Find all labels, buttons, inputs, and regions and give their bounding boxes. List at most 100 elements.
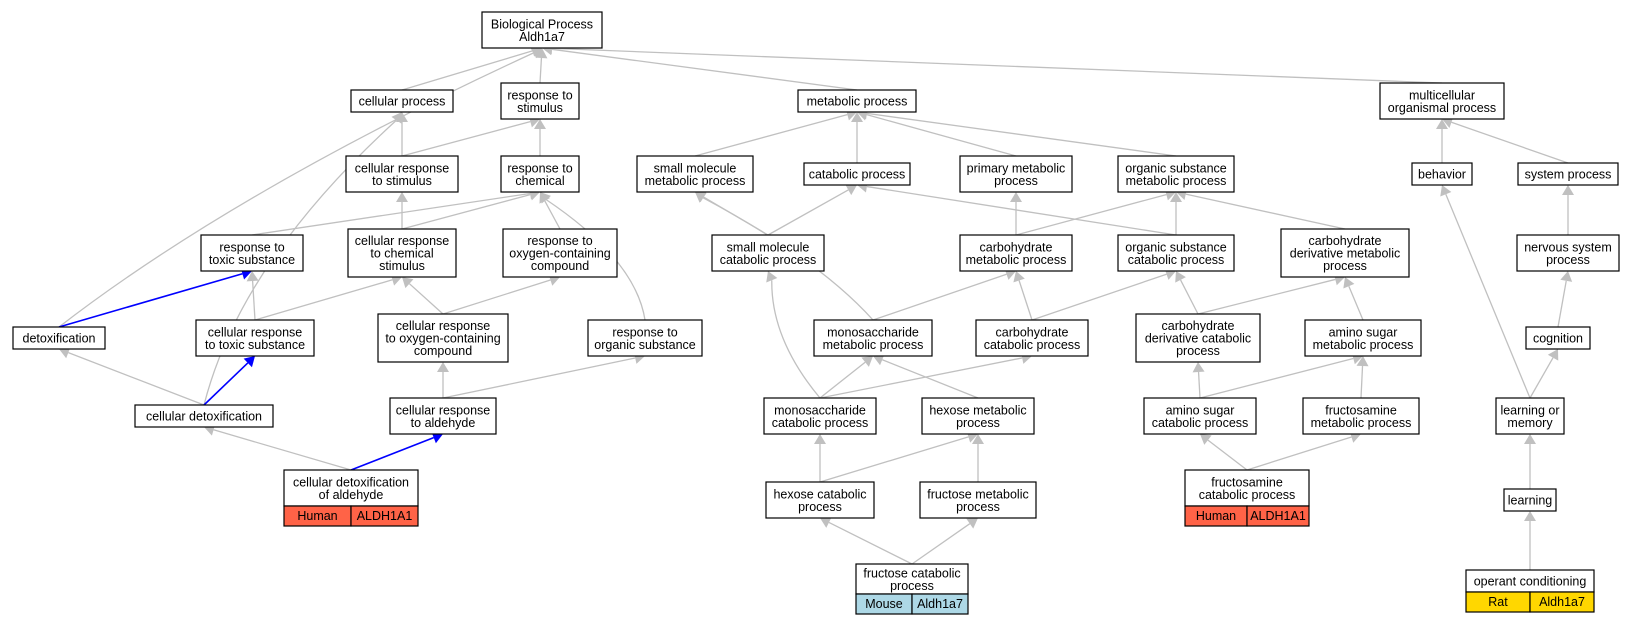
arrow-head: [966, 518, 978, 529]
edge-fructose_catab-to-hexose_catab: [820, 517, 913, 565]
node-box: [1503, 488, 1557, 512]
node-label: hexose metabolic: [929, 403, 1026, 417]
node-box: [1304, 319, 1422, 357]
node-label: oxygen-containing: [509, 247, 611, 261]
node-box: [1280, 228, 1410, 278]
edge-carb_deriv_catab-to-carb_deriv_metab: [1197, 273, 1345, 315]
node-label: stimulus: [517, 101, 563, 115]
node-cellular-process[interactable]: cellular process: [350, 89, 454, 113]
edge-cell_resp_chem-to-cell_resp_stimulus: [396, 192, 408, 229]
node-label: system process: [1525, 168, 1612, 182]
node-metabolic-process[interactable]: metabolic process: [797, 89, 917, 113]
node-box: [481, 11, 603, 49]
node-label: response to: [507, 88, 572, 102]
node-box: [134, 404, 274, 428]
edge-line: [1246, 436, 1352, 471]
arrow-head: [391, 112, 402, 124]
edge-line: [401, 193, 531, 230]
node-label: organic substance: [594, 338, 696, 352]
node-cognition[interactable]: cognition: [1525, 326, 1591, 350]
node-cell-detox[interactable]: cellular detoxification: [134, 404, 274, 428]
node-label: process: [1176, 344, 1220, 358]
node-box: [1495, 397, 1565, 435]
node-system-process[interactable]: system process: [1517, 162, 1619, 186]
node-box: [975, 319, 1089, 357]
node-label: process: [1546, 253, 1590, 267]
node-box: [1516, 234, 1620, 272]
node-label: small molecule: [727, 240, 810, 254]
arrow-head: [534, 119, 546, 129]
node-label: carbohydrate: [1162, 319, 1235, 333]
arrow-head: [402, 277, 414, 289]
node-box: [1411, 162, 1473, 186]
node-label: cellular response: [208, 325, 303, 339]
edge-carb_catab-to-carb_metab: [1013, 271, 1033, 321]
edge-cell_detox-to-detoxification: [59, 347, 205, 406]
node-box: [1135, 313, 1261, 363]
node-learning[interactable]: learning: [1503, 488, 1557, 512]
edge-line: [1018, 280, 1033, 321]
node-label: derivative catabolic: [1145, 332, 1251, 346]
node-detoxification[interactable]: detoxification: [12, 326, 106, 350]
node-label: operant conditioning: [1474, 575, 1587, 589]
node-label: cellular detoxification: [146, 410, 262, 424]
arrow-head: [1356, 356, 1369, 367]
species-label: Human: [1196, 509, 1236, 523]
node-label: cognition: [1533, 332, 1583, 346]
edge-learning_memory-to-cognition: [1529, 349, 1559, 399]
arrow-head: [246, 271, 259, 282]
edge-line: [1451, 121, 1569, 164]
node-catabolic-process[interactable]: catabolic process: [803, 162, 911, 186]
edge-fructose_metab-to-hexose_metab: [972, 434, 984, 482]
arrow-head: [1562, 185, 1574, 195]
edge-operant-to-learning: [1524, 511, 1536, 571]
node-box: [797, 89, 917, 113]
node-label: organic substance: [1125, 240, 1227, 254]
edge-line: [1199, 357, 1354, 399]
edge-amino_sugar_catab-to-carb_deriv_catab: [1192, 362, 1205, 399]
edge-monosacch_catab-to-small_mol_catab: [766, 271, 821, 399]
node-behavior[interactable]: behavior: [1411, 162, 1473, 186]
edge-line: [1197, 278, 1336, 315]
edge-line: [866, 185, 1177, 236]
edge-amino_sugar_metab-to-carb_deriv_metab: [1343, 277, 1364, 321]
edge-line: [771, 280, 821, 399]
arrow-head: [1200, 434, 1212, 445]
edge-line: [694, 113, 848, 157]
